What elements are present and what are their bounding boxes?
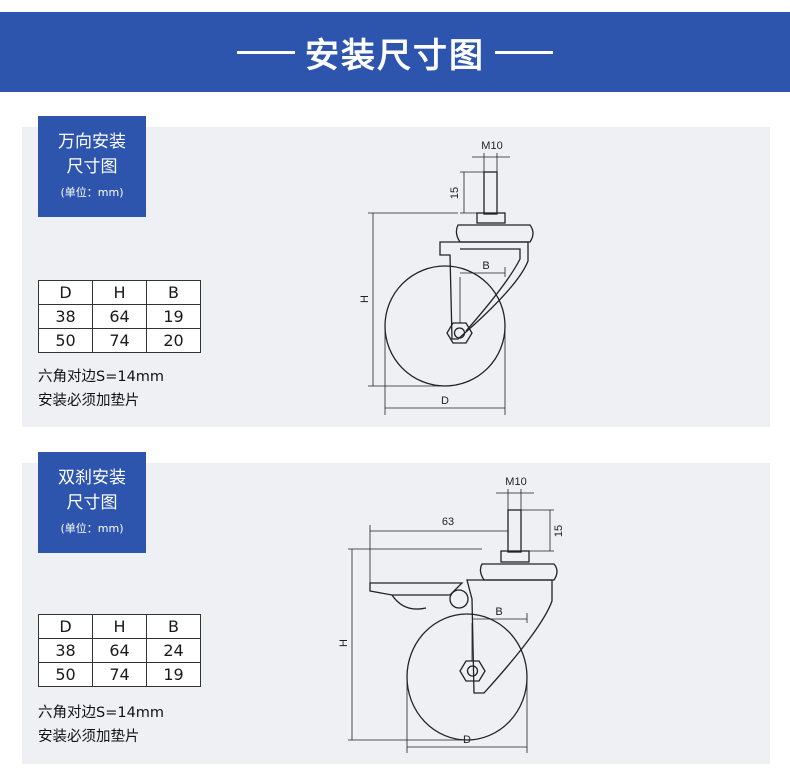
threaded-stem [483,171,498,215]
hex-nut [476,212,506,224]
table-header-cell: D [38,280,93,305]
table-header-cell: B [146,614,201,639]
table-cell: 19 [146,304,201,329]
unit-label: (单位：mm) [60,185,124,199]
section-label-line1: 万向安装 [58,131,126,152]
note-hex-size: 六角对边S=14mm [38,369,165,385]
wheel-outline [406,613,528,741]
swivel-section: 万向安装 尺寸图 (单位：mm) D H B 38 64 19 50 74 20… [22,116,770,427]
table-header-row: D H B [38,280,201,305]
spec-table: D H B 38 64 19 50 74 20 [38,280,201,353]
table-cell: 20 [146,328,201,353]
table-header-row: D H B [38,614,201,639]
unit-label: (单位：mm) [60,521,124,535]
table-cell: 50 [38,328,93,353]
dim-stem-label: M10 [481,140,502,152]
table-cell: 64 [92,638,147,663]
title-dash-right [495,50,553,54]
axle-bolt [466,665,479,677]
fork-bracket [439,241,529,340]
axle-hex [459,660,486,682]
table-row: 38 64 24 [38,638,201,663]
section-label-line2: 尺寸图 [66,156,118,177]
table-cell: 64 [92,304,147,329]
brake-spring [391,594,427,610]
note-text: 六角对边S=14mm 安装必须加垫片 [38,365,164,413]
title-dash-left [237,50,295,54]
table-header-cell: D [38,614,93,639]
top-plate [455,224,534,243]
wheel-outline [384,265,506,387]
section-label-line2: 尺寸图 [66,492,118,513]
top-plate [479,563,558,581]
hex-nut [500,550,530,563]
brake-lever [369,582,464,596]
section-label: 双刹安装 尺寸图 (单位：mm) [38,452,146,553]
axle-hex [446,322,473,344]
dim-stem-height-label: 15 [553,525,565,537]
section-label: 万向安装 尺寸图 (单位：mm) [38,116,146,217]
header-banner: 安装尺寸图 [0,12,790,92]
spec-table: D H B 38 64 24 50 74 19 [38,614,201,687]
dim-diameter-label: D [463,734,471,746]
note-washer: 安装必须加垫片 [38,729,140,745]
table-cell: 19 [146,662,201,687]
dim-stem-height-label: 15 [449,187,461,199]
dim-stem-label: M10 [505,476,526,488]
dim-height-label: H [359,295,371,303]
table-header-cell: B [146,280,201,305]
fork-bracket [466,579,553,694]
note-hex-size: 六角对边S=14mm [38,705,165,721]
table-cell: 74 [92,328,147,353]
brake-pivot [449,589,469,609]
table-row: 38 64 19 [38,304,201,329]
swivel-caster-diagram: M10 15 H B D [359,140,534,415]
brake-caster-diagram: M10 15 63 H B D [338,476,565,753]
note-washer: 安装必须加垫片 [38,393,140,409]
dim-offset-label: B [495,606,502,618]
table-header-cell: H [92,280,147,305]
table-cell: 50 [38,662,93,687]
dim-diameter-label: D [441,395,449,407]
dim-offset-label: B [482,260,489,272]
table-cell: 74 [92,662,147,687]
axle-bolt [453,327,466,339]
brake-section: 双刹安装 尺寸图 (单位：mm) D H B 38 64 24 50 74 19… [22,452,770,764]
fork-inner [460,248,521,332]
note-text: 六角对边S=14mm 安装必须加垫片 [38,701,164,749]
table-cell: 24 [146,638,201,663]
table-header-cell: H [92,614,147,639]
threaded-stem [507,509,522,553]
section-label-line1: 双刹安装 [58,467,126,488]
dim-brake-label: 63 [442,516,454,528]
table-cell: 38 [38,638,93,663]
table-row: 50 74 20 [38,328,201,353]
table-cell: 38 [38,304,93,329]
table-row: 50 74 19 [38,662,201,687]
dim-height-label: H [338,639,350,647]
page-title: 安装尺寸图 [305,35,485,76]
